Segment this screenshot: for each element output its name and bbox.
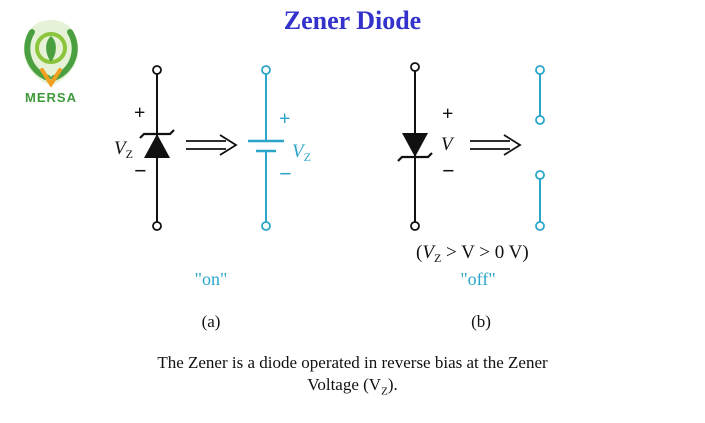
battery-minus-sign: −: [279, 161, 292, 186]
panel-b-open-circuit: [535, 65, 545, 231]
panel-a-state: "on": [195, 269, 228, 289]
caption-line-1: The Zener is a diode operated in reverse…: [157, 353, 548, 372]
panel-a-battery: + − VZ: [248, 65, 311, 231]
battery-terminal-bottom: [261, 221, 271, 231]
plus-sign: +: [134, 102, 145, 124]
b-diode-triangle-icon: [402, 133, 428, 157]
b-plus-sign: +: [442, 103, 453, 125]
b-minus-sign: −: [442, 158, 455, 183]
slide-title: Zener Diode: [283, 6, 422, 35]
mersa-logo-icon: [23, 20, 79, 88]
panel-a-diode: + − VZ: [114, 65, 175, 231]
battery-plus-sign: +: [279, 108, 290, 130]
caption-line-2: Voltage (VZ).: [307, 375, 398, 398]
panel-b-state: "off": [460, 269, 495, 289]
logo-text: MERSA: [25, 90, 77, 105]
terminal-bottom: [152, 221, 162, 231]
open-terminal-4: [535, 221, 545, 231]
b-terminal-bottom: [410, 221, 420, 231]
b-zener-bar-icon: [397, 152, 433, 162]
panel-b-diode: + − V: [397, 62, 455, 231]
diode-voltage-label: VZ: [114, 138, 133, 161]
panel-a-label: (a): [202, 312, 221, 331]
b-terminal-top: [410, 62, 420, 72]
b-diode-voltage-label: V: [441, 134, 455, 155]
battery-voltage-label: VZ: [292, 141, 311, 164]
panel-b-condition: (VZ > V > 0 V): [416, 242, 529, 265]
terminal-top: [152, 65, 162, 75]
diode-triangle-icon: [144, 134, 170, 158]
equivalent-arrow-a-icon: [186, 134, 238, 156]
open-terminal-2: [535, 115, 545, 125]
minus-sign: −: [134, 158, 147, 183]
open-terminal-1: [535, 65, 545, 75]
zener-bar-icon: [139, 129, 175, 139]
equivalent-arrow-b-icon: [470, 134, 522, 156]
open-terminal-3: [535, 170, 545, 180]
panel-b-label: (b): [471, 312, 491, 331]
battery-terminal-top: [261, 65, 271, 75]
